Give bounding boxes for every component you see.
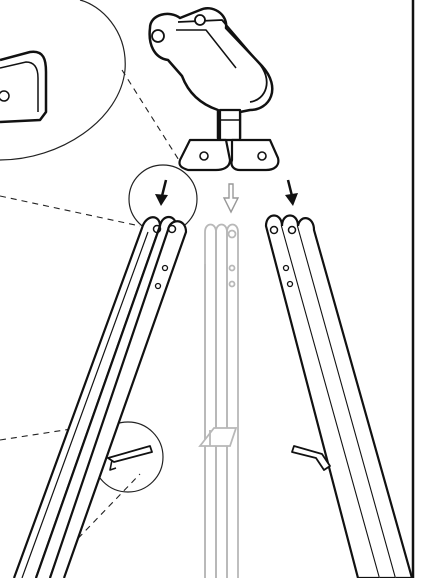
mount-detail-callout	[0, 0, 126, 161]
center-leg-arrow	[222, 183, 240, 214]
right-leg-arrow	[285, 179, 298, 206]
leader-leg-top	[0, 195, 141, 227]
tripod-leg-left	[12, 215, 188, 578]
left-leg-arrow	[155, 179, 168, 206]
tripod-leg-right	[264, 214, 414, 578]
leader-mount	[121, 69, 183, 166]
mount-head	[148, 7, 280, 172]
tripod-leg-center	[198, 223, 239, 578]
